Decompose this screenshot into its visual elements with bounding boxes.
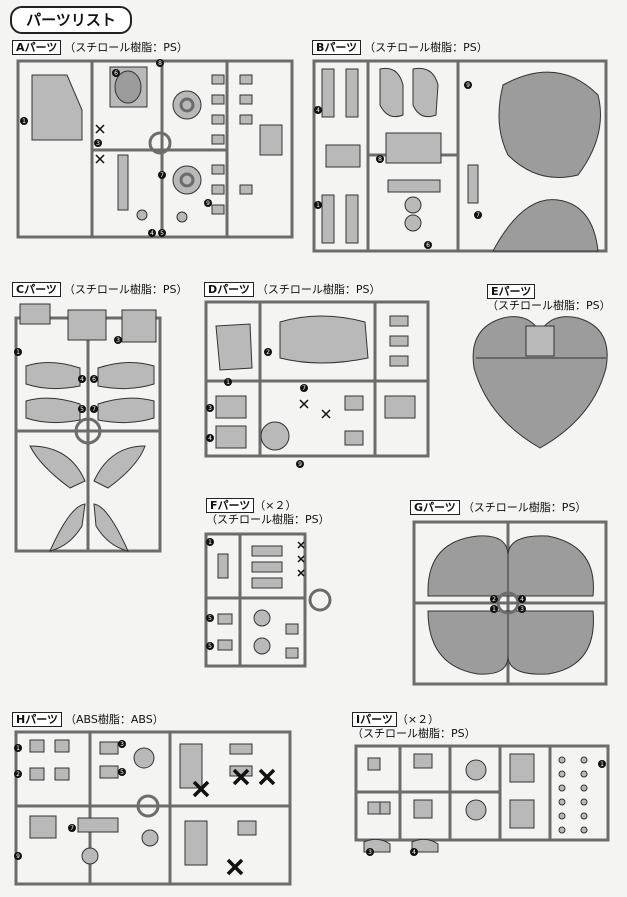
- svg-text:7: 7: [302, 385, 306, 392]
- svg-text:5: 5: [208, 615, 212, 622]
- sprue-i: 3 4 1: [354, 744, 610, 856]
- section-b-label: Bパーツ（スチロール樹脂：PS）: [312, 40, 488, 55]
- multiplier-i: （×２）: [396, 713, 440, 726]
- part-name-i: Iパーツ: [352, 712, 397, 727]
- svg-text:6: 6: [426, 242, 430, 249]
- svg-text:7: 7: [70, 825, 74, 832]
- section-g-label: Gパーツ（スチロール樹脂：PS）: [410, 500, 586, 515]
- sprue-f: 1 5 5: [204, 532, 332, 668]
- svg-text:1: 1: [22, 118, 26, 125]
- svg-text:4: 4: [208, 435, 212, 442]
- sprue-h: 1 2 7 9 3 5: [14, 730, 292, 886]
- page-title: パーツリスト: [10, 6, 132, 34]
- svg-text:4: 4: [412, 849, 416, 856]
- svg-text:5: 5: [80, 406, 84, 413]
- section-f-label: Fパーツ（×２）（スチロール樹脂：PS）: [206, 498, 330, 526]
- part-name-c: Cパーツ: [12, 282, 61, 297]
- svg-text:1: 1: [600, 761, 604, 768]
- svg-text:4: 4: [80, 376, 84, 383]
- svg-text:4: 4: [316, 107, 320, 114]
- svg-text:9: 9: [298, 461, 302, 468]
- part-name-b: Bパーツ: [312, 40, 362, 55]
- section-i-label: Iパーツ（×２）（スチロール樹脂：PS）: [352, 712, 476, 740]
- material-b: （スチロール樹脂：PS）: [364, 41, 488, 54]
- multiplier-f: （×２）: [254, 499, 297, 512]
- svg-text:6: 6: [114, 70, 118, 77]
- svg-text:1: 1: [492, 606, 496, 613]
- section-c-label: Cパーツ（スチロール樹脂：PS）: [12, 282, 187, 297]
- part-name-g: Gパーツ: [410, 500, 460, 515]
- material-g: （スチロール樹脂：PS）: [462, 501, 587, 514]
- part-name-d: Dパーツ: [204, 282, 254, 297]
- svg-text:5: 5: [120, 769, 124, 776]
- svg-text:4: 4: [150, 230, 154, 237]
- section-h-label: Hパーツ（ABS樹脂：ABS）: [12, 712, 164, 727]
- svg-text:1: 1: [316, 202, 320, 209]
- svg-text:1: 1: [208, 539, 212, 546]
- sprue-e: [472, 316, 608, 449]
- sprue-c: 1 3 4 6 5 7: [14, 303, 162, 553]
- svg-text:9: 9: [206, 200, 210, 207]
- svg-text:6: 6: [92, 376, 96, 383]
- sprue-g: 2 4 1 3: [412, 520, 608, 686]
- material-h: （ABS樹脂：ABS）: [65, 713, 164, 726]
- svg-text:3: 3: [368, 849, 372, 856]
- material-e: （スチロール樹脂：PS）: [487, 299, 611, 312]
- material-f: （スチロール樹脂：PS）: [206, 513, 330, 526]
- material-d: （スチロール樹脂：PS）: [256, 283, 381, 296]
- svg-text:7: 7: [160, 172, 164, 179]
- svg-text:3: 3: [96, 140, 100, 147]
- svg-text:9: 9: [16, 853, 20, 860]
- svg-text:1: 1: [16, 349, 20, 356]
- svg-text:2: 2: [492, 596, 496, 603]
- svg-text:1: 1: [16, 745, 20, 752]
- section-a-label: Aパーツ（スチロール樹脂：PS）: [12, 40, 188, 55]
- sprue-d: 2 1 3 4 7 9: [204, 300, 430, 468]
- part-name-a: Aパーツ: [12, 40, 62, 55]
- svg-text:2: 2: [16, 771, 20, 778]
- svg-text:3: 3: [520, 606, 524, 613]
- section-e-label: Eパーツ（スチロール樹脂：PS）: [487, 284, 611, 312]
- svg-text:3: 3: [116, 337, 120, 344]
- svg-text:3: 3: [208, 405, 212, 412]
- svg-text:5: 5: [160, 230, 164, 237]
- material-i: （スチロール樹脂：PS）: [352, 727, 476, 740]
- svg-text:9: 9: [466, 82, 470, 89]
- part-name-f: Fパーツ: [206, 498, 255, 513]
- material-c: （スチロール樹脂：PS）: [63, 283, 188, 296]
- svg-text:3: 3: [120, 741, 124, 748]
- svg-text:7: 7: [476, 212, 480, 219]
- part-name-h: Hパーツ: [12, 712, 62, 727]
- svg-text:7: 7: [92, 406, 96, 413]
- part-name-e: Eパーツ: [487, 284, 536, 299]
- svg-text:1: 1: [226, 379, 230, 386]
- sprue-b: 9 4 1 8 7 6: [312, 59, 608, 253]
- svg-text:2: 2: [266, 349, 270, 356]
- section-d-label: Dパーツ（スチロール樹脂：PS）: [204, 282, 381, 297]
- svg-text:4: 4: [520, 596, 524, 603]
- svg-text:5: 5: [208, 643, 212, 650]
- svg-text:8: 8: [378, 156, 382, 163]
- sprue-a: 1 6 8 7 4 5 3 9: [16, 59, 294, 239]
- material-a: （スチロール樹脂：PS）: [64, 41, 188, 54]
- svg-text:8: 8: [158, 60, 162, 67]
